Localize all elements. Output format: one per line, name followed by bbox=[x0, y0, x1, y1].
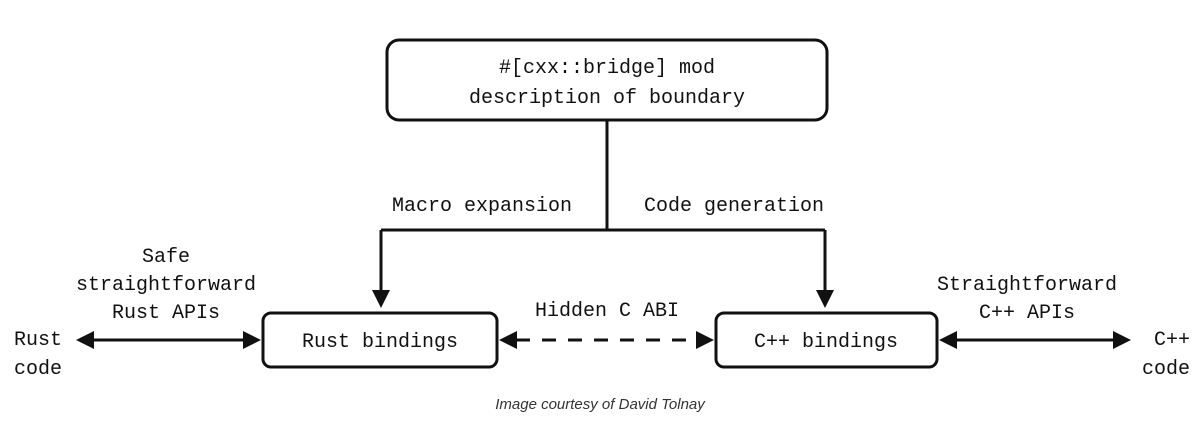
cpp-bindings-box bbox=[714, 311, 939, 369]
cpp-api-label-line1: Straightforward bbox=[937, 274, 1117, 297]
bridge-module-subtitle: description of boundary bbox=[469, 87, 745, 110]
cpp-api-label-line2: C++ APIs bbox=[979, 302, 1075, 325]
hidden-abi-label: Hidden C ABI bbox=[535, 300, 679, 323]
rust-api-label-line1: Safe bbox=[142, 246, 190, 269]
code-generation-label: Code generation bbox=[644, 195, 824, 218]
hidden-abi-left-arrowhead bbox=[499, 331, 517, 349]
bridge-module-title: #[cxx::bridge] mod bbox=[499, 57, 715, 80]
code-generation-arrowhead bbox=[816, 290, 834, 308]
cpp-api-right-arrowhead bbox=[1113, 331, 1131, 349]
rust-api-label-line2: straightforward bbox=[76, 274, 256, 297]
rust-api-right-arrowhead bbox=[243, 331, 261, 349]
cpp-code-label-line2: code bbox=[1142, 358, 1190, 381]
rust-code-label-line2: code bbox=[14, 358, 62, 381]
hidden-abi-right-arrowhead bbox=[696, 331, 714, 349]
cpp-bindings-label: C++ bindings bbox=[754, 331, 898, 354]
macro-expansion-arrowhead bbox=[372, 290, 390, 308]
macro-expansion-label: Macro expansion bbox=[392, 195, 572, 218]
cpp-api-left-arrowhead bbox=[939, 331, 957, 349]
rust-api-label-line3: Rust APIs bbox=[112, 302, 220, 325]
rust-bindings-label: Rust bindings bbox=[302, 331, 458, 354]
rust-code-label-line1: Rust bbox=[14, 329, 62, 352]
rust-api-left-arrowhead bbox=[76, 331, 94, 349]
cpp-code-label-line1: C++ bbox=[1154, 329, 1190, 352]
rust-bindings-box bbox=[261, 311, 499, 369]
image-credit: Image courtesy of David Tolnay bbox=[495, 396, 705, 413]
